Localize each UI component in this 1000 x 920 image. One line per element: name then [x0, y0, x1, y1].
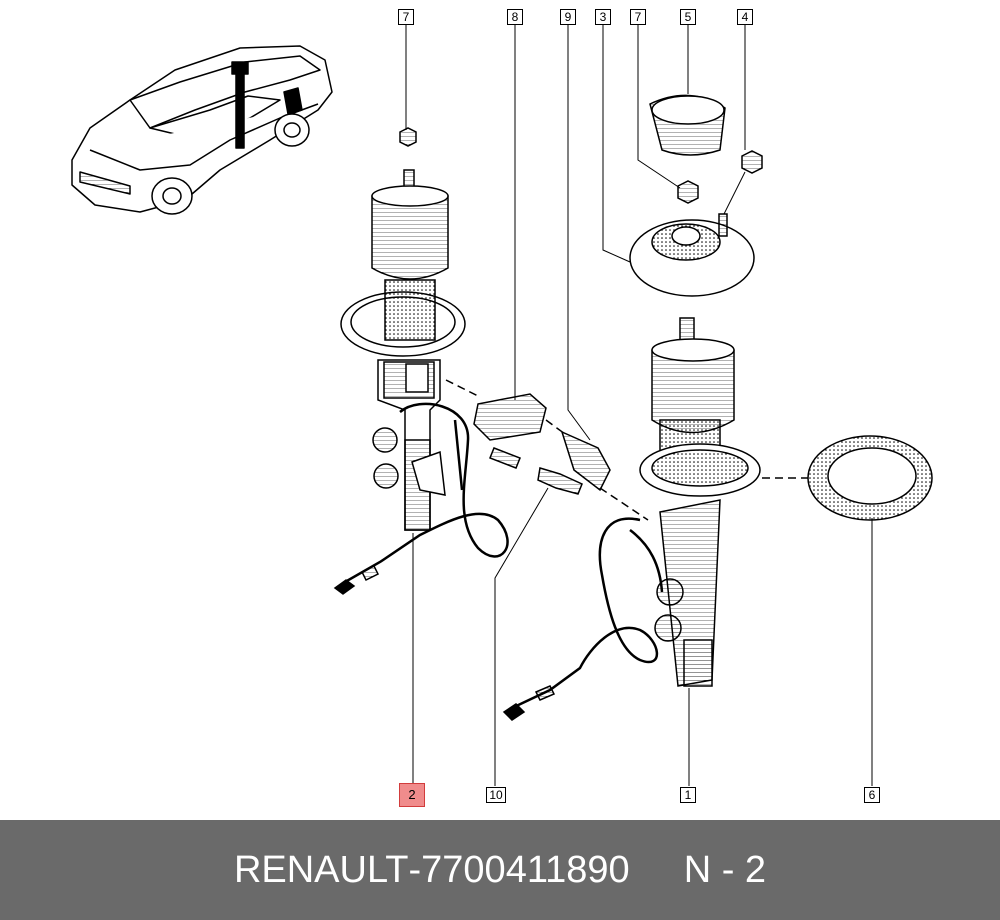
- callout-4: 4: [737, 9, 753, 25]
- car-illustration: [71, 45, 333, 215]
- parts-diagram: 7 8 9 3 7 5 4 2 10 1 6: [71, 9, 933, 807]
- bracket-and-bolts: [445, 379, 649, 521]
- callout-6: 6: [864, 787, 880, 803]
- callout-1: 1: [680, 787, 696, 803]
- brand-name: RENAULT: [233, 848, 409, 891]
- callout-7-left: 7: [398, 9, 414, 25]
- callout-10: 10: [486, 787, 506, 803]
- callout-7-right: 7: [630, 9, 646, 25]
- callout-3: 3: [595, 9, 611, 25]
- diagram-drawing: [71, 25, 933, 786]
- part-caption-bar: RENAULT - 7700411890 N - 2: [0, 820, 1000, 920]
- callout-2: 2: [399, 783, 425, 807]
- caption-dash: -: [408, 848, 422, 891]
- right-strut-assembly: [502, 94, 763, 721]
- callout-8: 8: [507, 9, 523, 25]
- callout-5: 5: [680, 9, 696, 25]
- position-code: N - 2: [683, 848, 767, 891]
- part-number: 7700411890: [421, 848, 630, 891]
- spring-pad: [762, 435, 933, 521]
- leader-lines: [405, 25, 873, 786]
- left-strut-assembly: [333, 127, 509, 595]
- callout-9: 9: [560, 9, 576, 25]
